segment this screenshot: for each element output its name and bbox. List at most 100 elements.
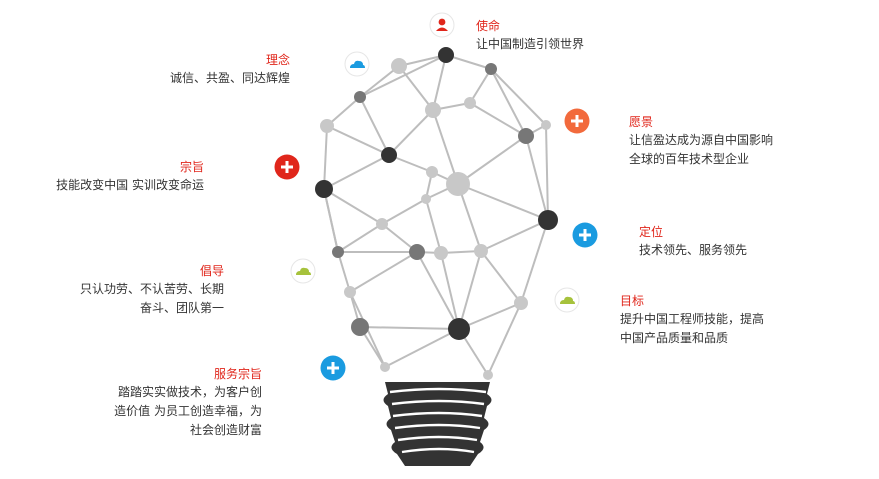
vision-title: 愿景: [629, 115, 654, 129]
concept-block: 理念 诚信、共盈、同达辉煌: [170, 51, 290, 88]
network-node: [434, 246, 448, 260]
bulb-base: [383, 382, 492, 466]
network-node: [421, 194, 431, 204]
network-link: [425, 198, 442, 254]
network-link: [398, 65, 434, 111]
goal-title: 目标: [620, 294, 645, 308]
network-link: [490, 68, 547, 126]
network-node: [485, 63, 497, 75]
mission-title: 使命: [476, 19, 501, 33]
bulb-thread-highlight: [397, 435, 478, 442]
bulb-thread-highlight: [401, 447, 475, 454]
network-link: [490, 68, 527, 137]
plus-icon: [572, 222, 598, 248]
position-block: 定位 技术领先、服务领先: [639, 223, 747, 260]
network-link: [359, 326, 460, 330]
network-node: [541, 120, 551, 130]
network-node: [514, 296, 528, 310]
service-line: 踏踏实实做技术，为客户创: [117, 385, 262, 399]
network-link: [469, 68, 492, 104]
service-block: 服务宗旨 踏踏实实做技术，为客户创 造价值 为员工创造幸福，为 社会创造财富: [114, 365, 262, 440]
vision-line: 全球的百年技术型企业: [629, 152, 750, 166]
network-link: [480, 219, 549, 252]
network-link: [398, 54, 447, 67]
network-node: [351, 318, 369, 336]
network-node: [320, 119, 334, 133]
vision-block: 愿景 让信盈达成为源自中国影响 全球的百年技术型企业: [629, 113, 773, 169]
network-link: [416, 251, 460, 330]
advocacy-title: 倡导: [199, 264, 224, 278]
network-node: [438, 47, 454, 63]
network-node: [380, 362, 390, 372]
network-node: [446, 172, 470, 196]
bulb-thread-highlight: [389, 387, 487, 394]
network-link: [359, 65, 400, 98]
concept-line: 诚信、共盈、同达辉煌: [169, 71, 290, 85]
network-link: [384, 328, 460, 368]
cloud-icon: [554, 287, 580, 313]
network-link: [326, 96, 361, 127]
network-link: [457, 135, 527, 185]
network-link: [359, 54, 447, 98]
network-link: [337, 251, 351, 293]
goal-block: 目标 提升中国工程师技能，提高 中国产品质量和品质: [620, 292, 764, 348]
network-link: [457, 183, 549, 221]
network-node: [332, 246, 344, 258]
network-node: [426, 166, 438, 178]
service-line: 造价值 为员工创造幸福，为: [114, 404, 262, 418]
goal-line: 提升中国工程师技能，提高: [620, 312, 765, 326]
position-title: 定位: [639, 225, 664, 239]
network-link: [349, 251, 418, 293]
network-node: [474, 244, 488, 258]
purpose-block: 宗旨 技能改变中国 实训改变命运: [56, 158, 204, 195]
user-icon: [429, 12, 455, 38]
position-line: 技术领先、服务领先: [639, 243, 748, 257]
network-node: [354, 91, 366, 103]
network-node: [464, 97, 476, 109]
network-link: [480, 250, 522, 304]
plus-icon: [564, 108, 590, 134]
network-node: [315, 180, 333, 198]
network-link: [545, 124, 549, 221]
network-node: [518, 128, 534, 144]
network-link: [458, 302, 522, 330]
purpose-title: 宗旨: [179, 160, 204, 174]
network-link: [432, 54, 447, 111]
plus-icon: [320, 355, 346, 381]
network-link: [388, 109, 434, 156]
mission-line: 让中国制造引领世界: [476, 37, 585, 51]
network-link: [381, 198, 427, 225]
advocacy-line: 奋斗、团队第一: [139, 301, 224, 315]
network-node: [425, 102, 441, 118]
bulb-thread-highlight: [392, 411, 483, 418]
bulb-thread-highlight: [391, 399, 485, 406]
network-link: [469, 102, 527, 137]
network-nodes: [315, 47, 558, 380]
mission-block: 使命 让中国制造引领世界: [476, 17, 584, 54]
service-title: 服务宗旨: [213, 367, 262, 381]
network-link: [326, 125, 390, 156]
advocacy-line: 只认功劳、不认苦劳、长期: [79, 282, 224, 296]
network-link: [323, 125, 328, 190]
cloud-icon: [344, 51, 370, 77]
advocacy-block: 倡导 只认功劳、不认苦劳、长期 奋斗、团队第一: [80, 262, 224, 318]
network-link: [440, 252, 460, 330]
network-link: [323, 188, 339, 253]
network-link: [525, 135, 549, 221]
network-node: [538, 210, 558, 230]
cloud-icon: [290, 258, 316, 284]
network-node: [391, 58, 407, 74]
network-link: [458, 250, 482, 330]
concept-title: 理念: [265, 53, 290, 67]
vision-line: 让信盈达成为源自中国影响: [629, 133, 774, 147]
purpose-line: 技能改变中国 实训改变命运: [56, 178, 204, 192]
network-links: [323, 54, 549, 376]
network-node: [448, 318, 470, 340]
network-link: [323, 154, 390, 190]
network-node: [483, 370, 493, 380]
network-node: [381, 147, 397, 163]
network-link: [337, 223, 383, 253]
network-node: [376, 218, 388, 230]
